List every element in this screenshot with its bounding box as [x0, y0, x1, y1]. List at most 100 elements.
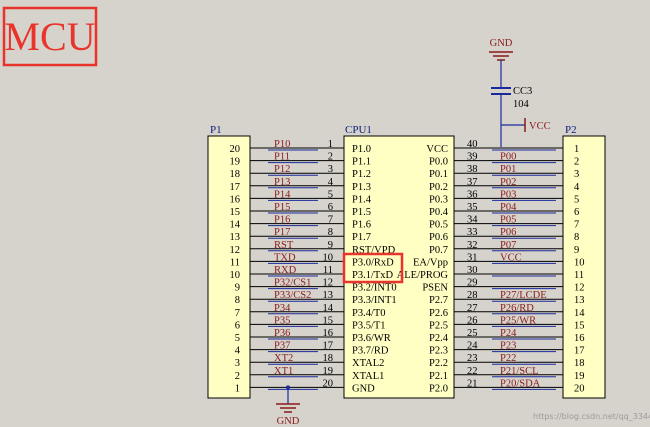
cpu-left-pin-number: 12: [323, 278, 334, 289]
cpu-right-pin-label: P0.2: [429, 182, 448, 193]
cpu-right-pin-label: P2.0: [429, 383, 448, 394]
p1-pin-number: 15: [230, 207, 241, 218]
p2-net-label: P00: [500, 152, 516, 163]
p2-pin-number: 13: [574, 295, 585, 306]
cpu-body: [343, 135, 455, 399]
cpu-left-pin-number: 2: [328, 152, 333, 163]
cpu-left-pin-number: 3: [328, 164, 333, 175]
gnd-top-symbol: [489, 51, 513, 88]
cpu-right-pin-label: VCC: [426, 144, 448, 155]
cpu-left-pin-label: P1.3: [352, 182, 371, 193]
cpu-left-pin-label: P3.3/INT1: [352, 295, 397, 306]
cpu-right-pin-number: 36: [467, 189, 478, 200]
p2-pin-number: 8: [574, 232, 579, 243]
p2-pin-number: 1: [574, 144, 579, 155]
cpu-right-pin-label: P0.5: [429, 220, 448, 231]
p2-ref: P2: [565, 124, 577, 136]
top-power: GND CC3 104 VCC: [489, 38, 551, 147]
p1-pin-number: 19: [230, 157, 241, 168]
cpu-right-pin-label: ALE/PROG: [397, 270, 449, 281]
cpu-left-pin-number: 17: [323, 341, 334, 352]
watermark-text: https://blog.csdn.net/qq_33446100: [533, 412, 650, 421]
cpu-left-pin-number: 20: [323, 378, 334, 389]
p2-pin-number: 4: [574, 182, 580, 193]
capacitor-symbol: [491, 87, 511, 147]
cpu-right-pin-label: EA/Vpp: [413, 257, 448, 268]
cpu-left-pin-label: P1.1: [352, 157, 371, 168]
p1-net-label: TXD: [274, 252, 296, 263]
cpu-left-pin-label: P1.0: [352, 144, 371, 155]
cpu-right-pin-number: 39: [467, 152, 478, 163]
p1-ref: P1: [210, 124, 222, 136]
cpu-right-pin-label: P0.6: [429, 232, 448, 243]
p1-pin-number: 3: [235, 358, 240, 369]
p1-pin-number: 10: [230, 270, 241, 281]
p2-net-label: VCC: [500, 252, 522, 263]
p2-pin-number: 3: [574, 169, 579, 180]
p2-pin-number: 6: [574, 207, 579, 218]
p1-net-label: P35: [274, 315, 290, 326]
p1-pin-number: 7: [235, 308, 240, 319]
bottom-gnd: GND: [276, 389, 300, 427]
p2-pin-number: 18: [574, 358, 585, 369]
cpu-left-pin-number: 11: [323, 265, 333, 276]
p1-pin-number: 2: [235, 371, 240, 382]
cpu-left-pin-number: 15: [323, 315, 334, 326]
cpu-right-pin-number: 34: [467, 215, 478, 226]
cpu-left-pin-number: 9: [328, 240, 333, 251]
cpu-left-pin-number: 10: [323, 252, 334, 263]
p2-net-label: P24: [500, 328, 517, 339]
cpu-left-pin-label: P3.4/T0: [352, 308, 386, 319]
p1-pin-number: 11: [230, 257, 240, 268]
cpu-right-pin-label: PSEN: [422, 283, 448, 294]
p2-net-label: P23: [500, 341, 516, 352]
capacitor-ref: CC3: [513, 86, 532, 97]
cpu-left-pin-label: GND: [352, 383, 375, 394]
cpu-right-pin-label: P2.1: [429, 371, 448, 382]
cpu-left-pin-label: P3.6/WR: [352, 333, 391, 344]
gnd-bottom-label: GND: [277, 416, 300, 427]
p2-pin-number: 17: [574, 346, 585, 357]
p1-pin-number: 4: [235, 346, 241, 357]
cpu-ref: CPU1: [345, 124, 372, 136]
p2-pin-number: 11: [574, 270, 584, 281]
cpu-right-pin-number: 35: [467, 202, 478, 213]
cpu-left-pin-label: P3.1/TxD: [352, 270, 394, 281]
cpu-right-pin-number: 31: [467, 252, 478, 263]
p1-net-label: P11: [274, 152, 290, 163]
cpu-right-pin-label: P2.5: [429, 320, 448, 331]
cpu-left-pin-number: 13: [323, 290, 334, 301]
p2-net-label: P20/SDA: [500, 378, 541, 389]
cpu-left-pin-number: 18: [323, 353, 334, 364]
p1-pin-number: 12: [230, 245, 241, 256]
p1-pin-number: 8: [235, 295, 240, 306]
vcc-label: VCC: [529, 121, 551, 132]
cpu-left-pin-number: 8: [328, 227, 333, 238]
capacitor-value: 104: [513, 99, 530, 110]
cpu-right-pin-number: 37: [467, 177, 478, 188]
cpu-right-pin-label: P2.3: [429, 346, 448, 357]
p1-body: [207, 135, 251, 399]
cpu-left-pin-label: P1.2: [352, 169, 371, 180]
cpu-right-pin-number: 25: [467, 328, 478, 339]
cpu-right-pin-number: 22: [467, 366, 478, 377]
p2-net-label: P27/LCDE: [500, 290, 547, 301]
p1-net-label: P10: [274, 139, 290, 150]
cpu-left-pin-number: 4: [328, 177, 334, 188]
uart-highlight-box: [342, 252, 404, 284]
p2-net-label: P21/SCL: [500, 366, 539, 377]
mcu-title-box: MCU: [2, 6, 98, 67]
cpu-left-pin-label: XTAL2: [352, 358, 384, 369]
p2-pin-number: 9: [574, 245, 579, 256]
p1-net-label: P37: [274, 341, 290, 352]
p1-pin-number: 5: [235, 333, 240, 344]
cpu-right-pin-label: P0.7: [429, 245, 448, 256]
p2-net-label: P02: [500, 177, 516, 188]
cpu-right-pin-label: P2.4: [429, 333, 449, 344]
cpu-right-pin-number: 38: [467, 164, 478, 175]
p2-pin-number: 2: [574, 157, 579, 168]
